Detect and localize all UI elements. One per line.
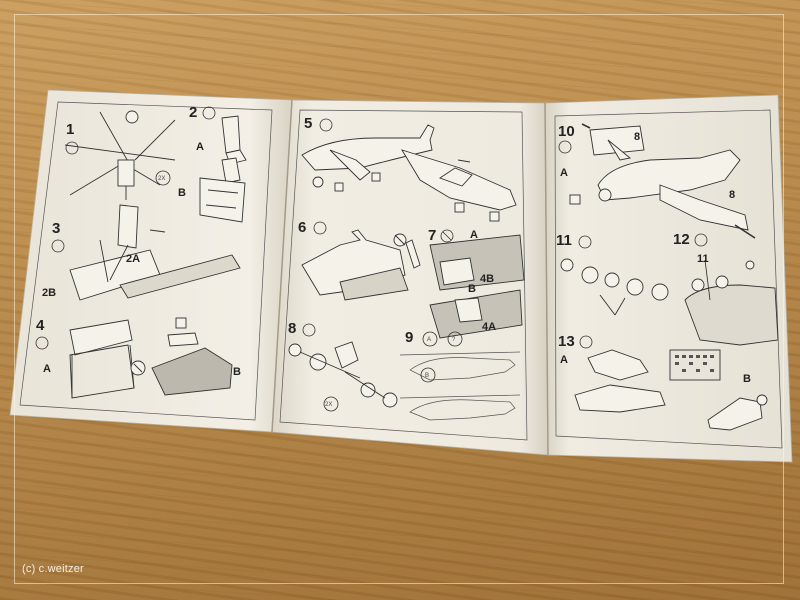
step-6: 6 — [298, 219, 306, 236]
step-5: 5 — [304, 115, 312, 132]
step-12: 12 — [673, 231, 690, 248]
label-9b: B — [425, 373, 429, 379]
step-2: 2 — [189, 104, 197, 121]
step8-wheels-drawing — [288, 341, 398, 408]
step6-fuselage-drawing — [301, 229, 421, 301]
step-4: 4 — [36, 317, 45, 334]
step-7: 7 — [428, 227, 436, 244]
step-3: 3 — [52, 220, 60, 237]
step-13: 13 — [558, 333, 575, 350]
step-9: 9 — [405, 329, 413, 346]
label-3-2a: 2A — [126, 253, 140, 265]
label-7-4b: 4B — [480, 273, 494, 285]
label-10-8b: 8 — [729, 189, 735, 201]
right-page-step-labels: 10 A 8 8 11 12 11 13 A B — [556, 123, 751, 385]
label-12-11: 11 — [697, 253, 709, 265]
step-8: 8 — [288, 320, 296, 337]
step-1: 1 — [66, 121, 74, 138]
label-13a: A — [560, 354, 568, 366]
label-2a: A — [196, 141, 204, 153]
step7-detail-drawing — [429, 234, 525, 339]
label-4a: A — [43, 363, 51, 375]
label-10-8: 8 — [634, 131, 640, 143]
step13-drawing — [574, 349, 768, 431]
label-3-2b: 2B — [42, 287, 56, 299]
label-7b: B — [468, 283, 476, 295]
label-13b: B — [743, 373, 751, 385]
label-4b: B — [233, 366, 241, 378]
label-7-4a: 4A — [482, 321, 496, 333]
step12-fuselage-drawing — [684, 259, 779, 346]
middle-page-step-labels: 5 6 7 A 4B B 4A 8 2X 9 A ? B — [288, 115, 496, 412]
label-8-2x: 2X — [325, 402, 332, 408]
label-10a: A — [560, 167, 568, 179]
step3-cockpit-drawing — [69, 204, 241, 301]
svg-text:2X: 2X — [158, 176, 165, 182]
step5-fuselage-drawing — [301, 124, 517, 222]
label-9-q: ? — [452, 337, 456, 343]
step9-helicopter-views — [399, 351, 521, 421]
label-7a: A — [470, 229, 478, 241]
step11-wheels-drawing — [560, 258, 669, 316]
step1-rotor-drawing — [64, 110, 176, 200]
left-page-step-labels: 1 2 A B 2X 3 2A 2B 4 A B — [35, 104, 241, 378]
step2-seat-drawing — [199, 115, 247, 223]
step10-fuselage-drawing — [569, 123, 756, 239]
label-2b: B — [178, 187, 186, 199]
step-11: 11 — [556, 232, 572, 249]
label-9a: A — [427, 337, 431, 343]
photo-frame-border — [14, 14, 784, 584]
copyright-watermark: (c) c.weitzer — [22, 563, 84, 575]
step-10: 10 — [558, 123, 575, 140]
step4-canopy-drawing — [69, 317, 233, 399]
